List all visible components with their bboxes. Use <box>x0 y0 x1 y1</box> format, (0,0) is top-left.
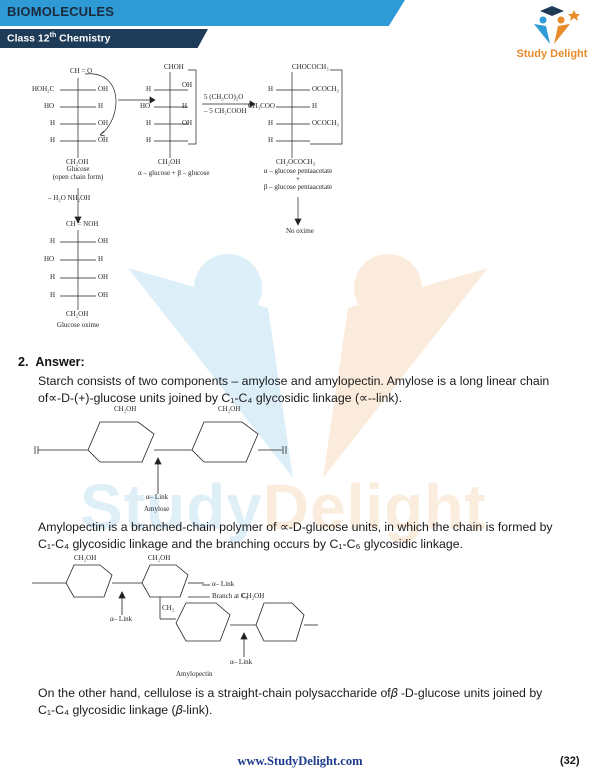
answer-heading: 2. Answer: <box>18 355 85 369</box>
header-bar: BIOMOLECULES <box>0 0 600 26</box>
oxime-left-1: H <box>50 237 56 245</box>
penta-left-1: H <box>268 85 274 93</box>
amylopectin-ch2oh-3: CH₂OH <box>242 592 265 600</box>
glucose-left-3: H <box>50 119 56 127</box>
oxime-bottom: CH₂OH <box>66 310 89 318</box>
oxime-top: CH = NOH <box>66 220 99 228</box>
penta-right-2: H <box>312 102 318 110</box>
amylose-ch2oh-2: CH₂OH <box>218 405 241 413</box>
amylose-ch2oh-1: CH₂OH <box>114 405 137 413</box>
glucose-left-1: HOH₂C <box>32 85 55 93</box>
amylopectin-alpha-link: α– Link <box>212 580 235 588</box>
no-oxime-label: No oxime <box>286 227 314 235</box>
study-delight-logo[interactable]: Study Delight <box>512 4 592 70</box>
penta-left-2: CH₃COO <box>248 102 275 110</box>
glucose-top: CH = O <box>70 67 93 75</box>
cyclic-bottom: CH₂OH <box>158 158 181 166</box>
oxime-right-4: OH <box>98 291 109 299</box>
oxime-right-1: OH <box>98 237 109 245</box>
amylopectin-caption: Amylopectin <box>176 670 213 678</box>
amylopectin-ch2oh-1: CH₂OH <box>74 554 97 562</box>
graduation-figure-icon <box>534 6 580 44</box>
glucose-left-4: H <box>50 136 56 144</box>
amylopectin-ch2oh-2: CH₂OH <box>148 554 171 562</box>
cyclic-left-4: H <box>146 136 152 144</box>
glucose-caption-2: (open chain form) <box>52 173 104 181</box>
glucose-right-1: OH <box>98 85 109 93</box>
watermark-figure <box>128 254 488 478</box>
penta-right-3: OCOCH₃ <box>312 119 339 127</box>
penta-caption-3: β – glucose pentaacetate <box>263 183 333 191</box>
cyclic-top: CHOH <box>164 63 184 71</box>
glucose-left-2: HO <box>44 102 55 110</box>
watermark-text: StudyDelight <box>80 471 487 543</box>
oxime-left-2: HO <box>44 255 55 263</box>
penta-left-3: H <box>268 119 274 127</box>
penta-left-4: H <box>268 136 274 144</box>
oxime-right-3: OH <box>98 273 109 281</box>
header-banner <box>0 0 405 26</box>
glucose-right-2: H <box>98 102 104 110</box>
amylose-link-label: α– Link <box>146 493 169 501</box>
glucose-caption: Glucose <box>66 165 90 173</box>
amylose-drawing <box>34 421 287 494</box>
penta-bottom: CH₂OCOCH₃ <box>276 158 316 166</box>
footer-website-link[interactable]: www.StudyDelight.com <box>237 754 363 768</box>
amylose-figure: CH₂OH CH₂OH α– Link Amylose <box>30 404 300 516</box>
amylopectin-drawing <box>32 564 318 657</box>
amylopectin-branch-label: Branch at C₆ <box>212 592 248 600</box>
cyclic-left-3: H <box>146 119 152 127</box>
cyclic-left-2: HO <box>140 102 151 110</box>
cyclic-right-3: OH <box>182 119 193 127</box>
cyclic-right-1: OH <box>182 81 193 89</box>
glucose-right-3: OH <box>98 119 109 127</box>
glucose-bonds-drawing <box>60 69 343 310</box>
glucose-bottom: CH₂OH <box>66 158 89 166</box>
class-label: Class 12th Chemistry <box>7 32 111 45</box>
cyclic-caption: α – glucose + β – glucose <box>138 169 210 177</box>
logo-brand-text: Study Delight <box>516 48 588 60</box>
chapter-title: BIOMOLECULES <box>7 4 115 19</box>
cellulose-paragraph: On the other hand, cellulose is a straig… <box>38 686 543 717</box>
amylopectin-paragraph: Amylopectin is a branched-chain polymer … <box>38 520 553 551</box>
penta-caption-2: + <box>296 175 300 183</box>
amylopectin-ch2-label: CH₂ <box>162 604 175 612</box>
oxime-reagent: – H₂O NH₂OH <box>48 194 91 202</box>
starch-paragraph: Starch consists of two components – amyl… <box>38 374 550 405</box>
cyclic-left-1: H <box>146 85 152 93</box>
amylose-caption: Amylose <box>144 505 170 513</box>
oxime-right-2: H <box>98 255 104 263</box>
oxime-left-3: H <box>50 273 56 281</box>
amylopectin-alpha-link-3: α– Link <box>230 658 253 666</box>
penta-caption-1: α – glucose pentaacetate <box>263 167 333 175</box>
glucose-reaction-figure: CH = O HOH₂C HO H H OH H OH OH CH₂OH Glu… <box>30 60 410 335</box>
oxime-left-4: H <box>50 291 56 299</box>
oxime-caption: Glucose oxime <box>56 321 100 329</box>
cyclic-right-2: H <box>182 102 188 110</box>
class-banner: Class 12th Chemistry <box>0 29 208 48</box>
penta-top: CHOCOCH₃ <box>292 63 329 71</box>
amylopectin-figure: CH₂OH CH₂OH CH₂OH CH₂ α– Link Branch at … <box>30 553 320 681</box>
acetylation-reagent: 5 (CH₃CO)₂O <box>204 93 244 101</box>
glucose-right-4: OH <box>98 136 109 144</box>
amylopectin-alpha-link-2: α– Link <box>110 615 133 623</box>
penta-right-1: OCOCH₃ <box>312 85 339 93</box>
acetylation-byproduct: – 5 CH₃COOH <box>204 107 247 115</box>
page-number: (32) <box>560 755 580 767</box>
